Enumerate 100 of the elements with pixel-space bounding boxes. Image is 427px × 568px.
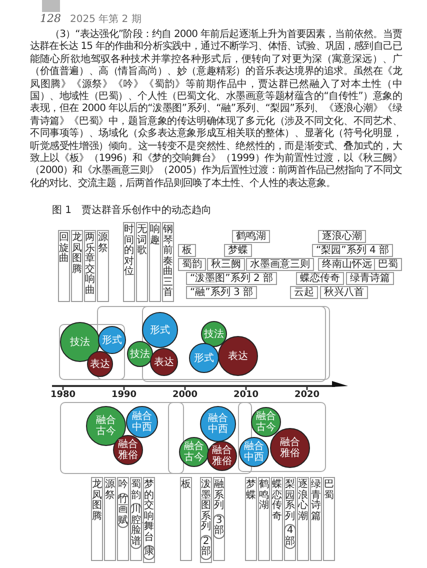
label-box bbox=[117, 477, 129, 561]
bubble-label: 融合古今 bbox=[96, 415, 116, 437]
work-title: 巴蜀 bbox=[378, 259, 398, 270]
work-title: 梨园系列 bbox=[285, 480, 295, 522]
year-label: 1980 bbox=[50, 390, 76, 400]
label-box bbox=[97, 230, 109, 302]
bubble bbox=[189, 343, 219, 373]
label-box bbox=[323, 477, 335, 561]
label-box bbox=[143, 477, 155, 562]
bubble bbox=[142, 312, 178, 348]
bubble-label: 融合中西 bbox=[244, 441, 264, 463]
bubble-label: 融合古今 bbox=[184, 441, 204, 463]
label-box bbox=[104, 477, 116, 561]
work-note: 康 bbox=[143, 545, 155, 560]
work-title: 梦的交响舞台 bbox=[144, 480, 154, 543]
bubble bbox=[113, 435, 143, 465]
figure-caption: 图 1 贾达群音乐创作中的动态趋向 bbox=[52, 205, 212, 216]
label-box bbox=[258, 477, 270, 561]
work-title: 蝶恋传奇 bbox=[272, 480, 282, 522]
work-title: 两乐章交响曲 bbox=[85, 233, 95, 296]
bubble-label: 融合雅俗 bbox=[280, 437, 300, 459]
work-title: 水墨画意三则 bbox=[250, 259, 310, 270]
label-box bbox=[297, 477, 309, 561]
work-note: 4部 bbox=[284, 524, 296, 549]
label-box bbox=[180, 477, 192, 561]
work-title: 逐浪心潮 bbox=[298, 480, 308, 522]
work-title: 蜀韵 bbox=[131, 480, 141, 501]
work-title: “梨园”系列 4 部 bbox=[316, 245, 390, 256]
bubble bbox=[179, 437, 209, 467]
label-box bbox=[162, 222, 174, 302]
body-paragraph: （3）“表达强化”阶段：约自 2000 年前后起逐渐上升为首要因素，当前依然。当贾达群在长达 15 年的作曲和分析实践中，通过不断学习、体悟、试验、巩固，感到自己已能随心所欲地驾驭各种技术并掌控各种形式后，便转向了对更为深（寓意深远）、广（价值普遍）、高（情旨高尚）、妙（意趣精彩）的音乐表达境界的追求。虽然在《龙凤图腾》《源祭》《吟》《蜀韵》等前期作品中，贾达群已然融入了对本土性（中国）、地域性（巴蜀）、个人性（巴蜀文化、水墨画意等题材蕴含的“自传性”）意象的表现，但在 2000 年以后的“泼墨图”系列、“融”系列、“梨园”系列、《逐浪心潮》《绿青诗篇》《巴蜀》中，题旨意象的传达明确体现了多元化（涉及不同文化、不同艺术、不同事项等）、场域化（众多表达意象形成互相关联的整体）、显著化（符号化明显，听觉感受性增强）倾向。这一转变不是突然性、绝然性的，而是渐变式、叠加式的，大致上以《板》（1996）和《梦的交响舞台》（1999）作为前置性过渡，以《秋三阙》（2000）和《水墨画意三则》（2005）作为后置性过渡：前两首作品已然指向了不同文化的对比、交流主题，后两首作品则回唤了本土性、个人性的表达意象。 bbox=[30, 29, 402, 190]
label-box bbox=[207, 258, 245, 271]
label-box bbox=[310, 477, 322, 561]
work-note: 川腔、脸谱 bbox=[130, 503, 142, 549]
label-box bbox=[149, 222, 161, 302]
bubble-label: 形式 bbox=[194, 352, 214, 364]
bubble-label: 表达 bbox=[228, 350, 248, 362]
bubble-label: 融合雅俗 bbox=[118, 439, 138, 461]
year-label: 2010 bbox=[233, 390, 259, 400]
work-note: 竹画赋 bbox=[117, 492, 129, 528]
page-number: 128 bbox=[40, 13, 61, 25]
bubble bbox=[150, 348, 178, 376]
work-title: 绿青诗篇 bbox=[350, 273, 390, 284]
year-label: 1990 bbox=[111, 390, 137, 400]
work-title: 梦蝶 bbox=[246, 480, 256, 501]
work-title: 鹤鸣湖 bbox=[236, 231, 266, 242]
label-box bbox=[320, 286, 368, 299]
bubble-label: 技法 bbox=[130, 348, 150, 360]
bubble bbox=[207, 441, 237, 471]
work-title: 泼墨图系列 bbox=[201, 480, 211, 532]
bubble bbox=[200, 406, 236, 442]
label-box bbox=[213, 477, 225, 561]
year-label: 2000 bbox=[172, 390, 198, 400]
work-title: “融”系列 3 部 bbox=[190, 287, 254, 298]
label-box bbox=[136, 222, 148, 302]
bubble-label: 融合雅俗 bbox=[212, 445, 232, 467]
label-box bbox=[245, 477, 257, 561]
work-title: 绿青诗篇 bbox=[311, 480, 321, 522]
work-title: 响趣 bbox=[150, 225, 160, 246]
work-title: 板 bbox=[181, 480, 191, 490]
work-note: 2部 bbox=[200, 534, 212, 560]
bubble-label: 表达 bbox=[154, 356, 174, 368]
work-title: 巴蜀 bbox=[324, 480, 334, 501]
label-box bbox=[123, 222, 135, 302]
work-title: 蜀韵 bbox=[182, 259, 202, 270]
work-title: 吟 bbox=[118, 480, 128, 490]
bubble-label: 融合中西 bbox=[132, 411, 152, 433]
label-box bbox=[186, 286, 258, 299]
work-title: 龙凤图腾 bbox=[72, 233, 82, 275]
label-box bbox=[374, 258, 402, 271]
work-title: 源祭 bbox=[105, 480, 115, 501]
bubble-label: 形式 bbox=[102, 334, 122, 346]
label-box bbox=[178, 244, 196, 257]
label-box bbox=[91, 477, 103, 561]
bubble-label: 表达 bbox=[90, 358, 110, 370]
bubble bbox=[201, 321, 227, 347]
bubble bbox=[218, 336, 258, 376]
work-title: 云起 bbox=[294, 287, 314, 298]
label-box bbox=[284, 477, 296, 561]
label-box bbox=[246, 258, 314, 271]
work-title: 梦蝶 bbox=[228, 245, 248, 256]
work-title: 鹤鸣湖 bbox=[259, 480, 269, 512]
work-title: 龙凤图腾 bbox=[92, 480, 102, 522]
work-title: 钢琴前奏曲三首 bbox=[163, 225, 173, 298]
label-box bbox=[58, 230, 70, 302]
work-title: 终南山怀远 bbox=[322, 259, 372, 270]
work-title: 源祭 bbox=[98, 233, 108, 254]
work-title: 无词歌 bbox=[137, 225, 147, 256]
label-box bbox=[290, 286, 318, 299]
work-note: 3部 bbox=[213, 514, 225, 538]
bubble bbox=[239, 437, 269, 467]
label-box bbox=[178, 258, 206, 271]
bubble-label: 技法 bbox=[70, 336, 90, 348]
label-box bbox=[130, 477, 142, 561]
work-title: 逐浪心潮 bbox=[322, 231, 362, 242]
work-title: 回旋曲 bbox=[59, 233, 69, 264]
label-box bbox=[200, 477, 212, 562]
label-box bbox=[232, 230, 270, 243]
bubble-label: 融合中西 bbox=[208, 413, 228, 435]
work-title: 秋三阙 bbox=[211, 259, 241, 270]
